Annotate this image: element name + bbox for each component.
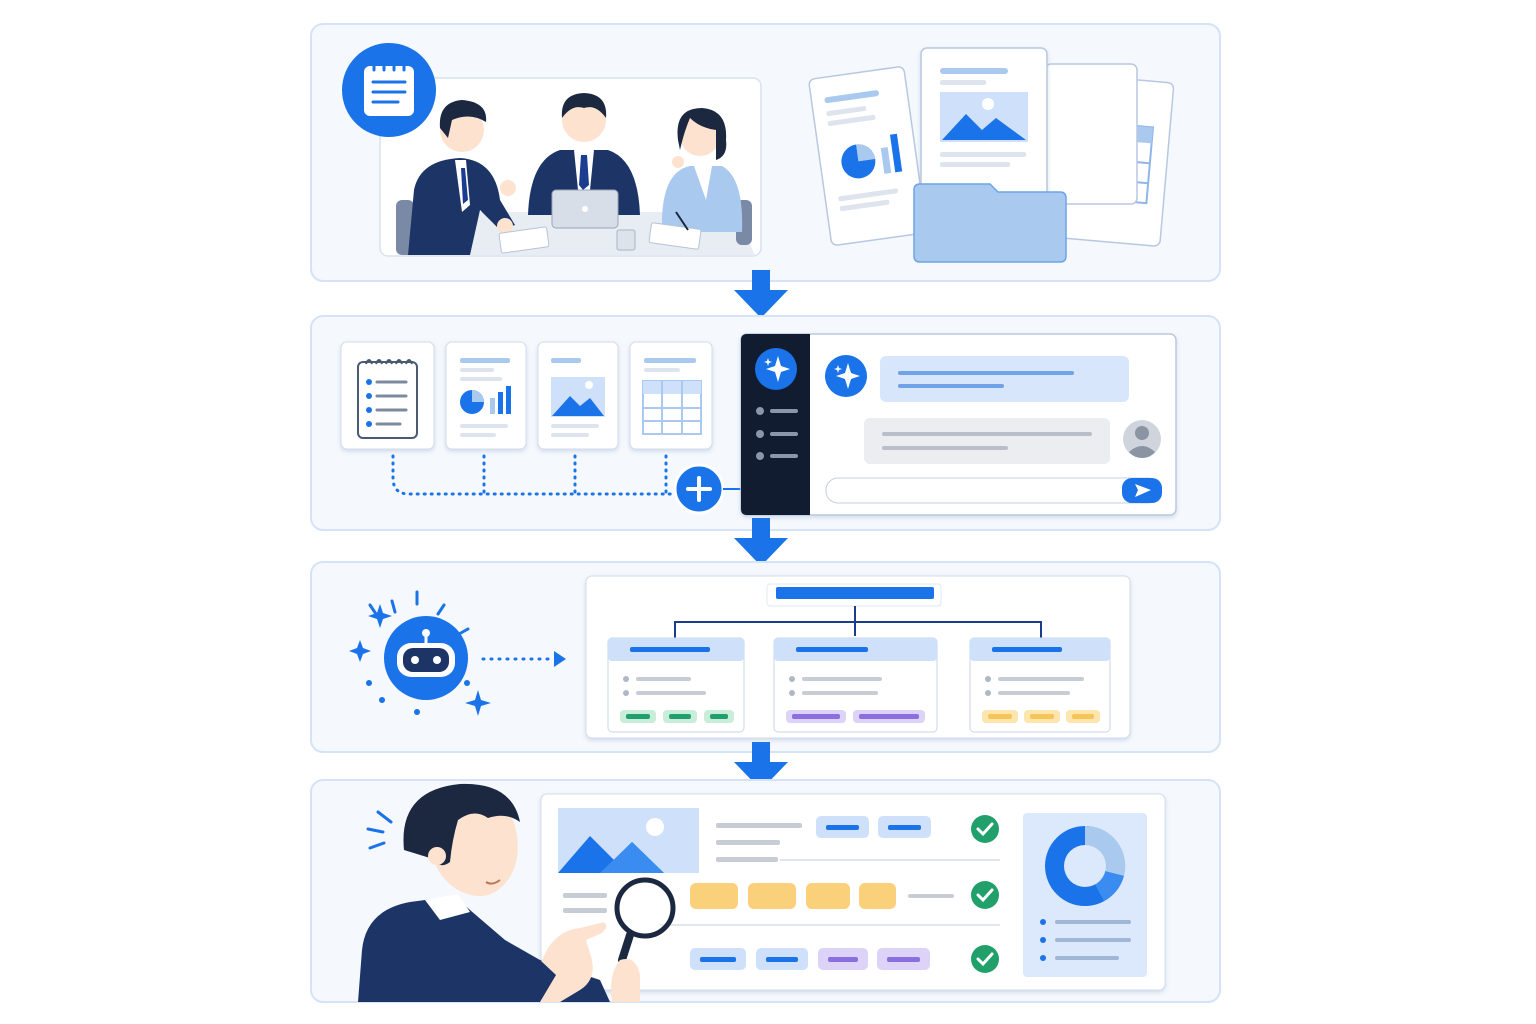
person-right — [661, 108, 743, 232]
review-dashboard — [540, 793, 1166, 991]
person-center — [528, 93, 640, 229]
sidebar-nav[interactable] — [756, 407, 798, 460]
sparkle-icon — [755, 348, 797, 390]
donut-chart-icon — [1023, 813, 1147, 977]
stage-4-panel — [310, 779, 1221, 1003]
plus-icon[interactable] — [673, 463, 725, 515]
notepad-icon — [342, 43, 436, 137]
arrow-down-2 — [734, 518, 788, 566]
bar-chart-icon — [460, 386, 511, 414]
ai-message — [825, 355, 1129, 402]
image-icon — [940, 92, 1028, 142]
stage-3-panel — [310, 561, 1221, 753]
image-icon — [558, 808, 699, 873]
check-icon — [971, 945, 999, 973]
review-row-2[interactable] — [563, 881, 999, 913]
user-message — [864, 418, 1161, 464]
avatar-icon — [1123, 420, 1161, 458]
send-icon[interactable] — [1122, 478, 1162, 503]
file-card-notes[interactable] — [340, 341, 435, 450]
robot-icon — [349, 590, 491, 716]
meeting-scene — [379, 77, 762, 257]
folder-icon — [913, 183, 1067, 263]
structure-node-1[interactable] — [607, 637, 745, 733]
check-icon — [971, 881, 999, 909]
ai-chat-window — [740, 333, 1177, 516]
file-card-table[interactable] — [629, 341, 713, 450]
review-row-3[interactable] — [690, 945, 999, 973]
structure-chart — [585, 575, 1131, 739]
file-card-chart[interactable] — [445, 341, 527, 450]
structure-node-3[interactable] — [969, 637, 1111, 733]
pie-chart-icon — [841, 144, 876, 179]
process-arrow — [481, 651, 566, 667]
document-stack — [808, 47, 1175, 263]
upload-connectors — [391, 454, 682, 496]
chat-input[interactable] — [825, 477, 1161, 504]
stage-2-panel — [310, 315, 1221, 531]
structure-node-2[interactable] — [773, 637, 938, 733]
stage-1-panel — [310, 23, 1221, 282]
reviewer-person — [358, 783, 676, 1002]
magnifier-icon — [611, 877, 676, 1002]
check-icon — [971, 815, 999, 843]
file-card-image[interactable] — [537, 341, 619, 450]
review-row-1[interactable] — [816, 815, 999, 843]
arrow-down-1 — [734, 270, 788, 318]
arrow-down-3 — [734, 742, 788, 790]
person-left — [408, 100, 516, 255]
